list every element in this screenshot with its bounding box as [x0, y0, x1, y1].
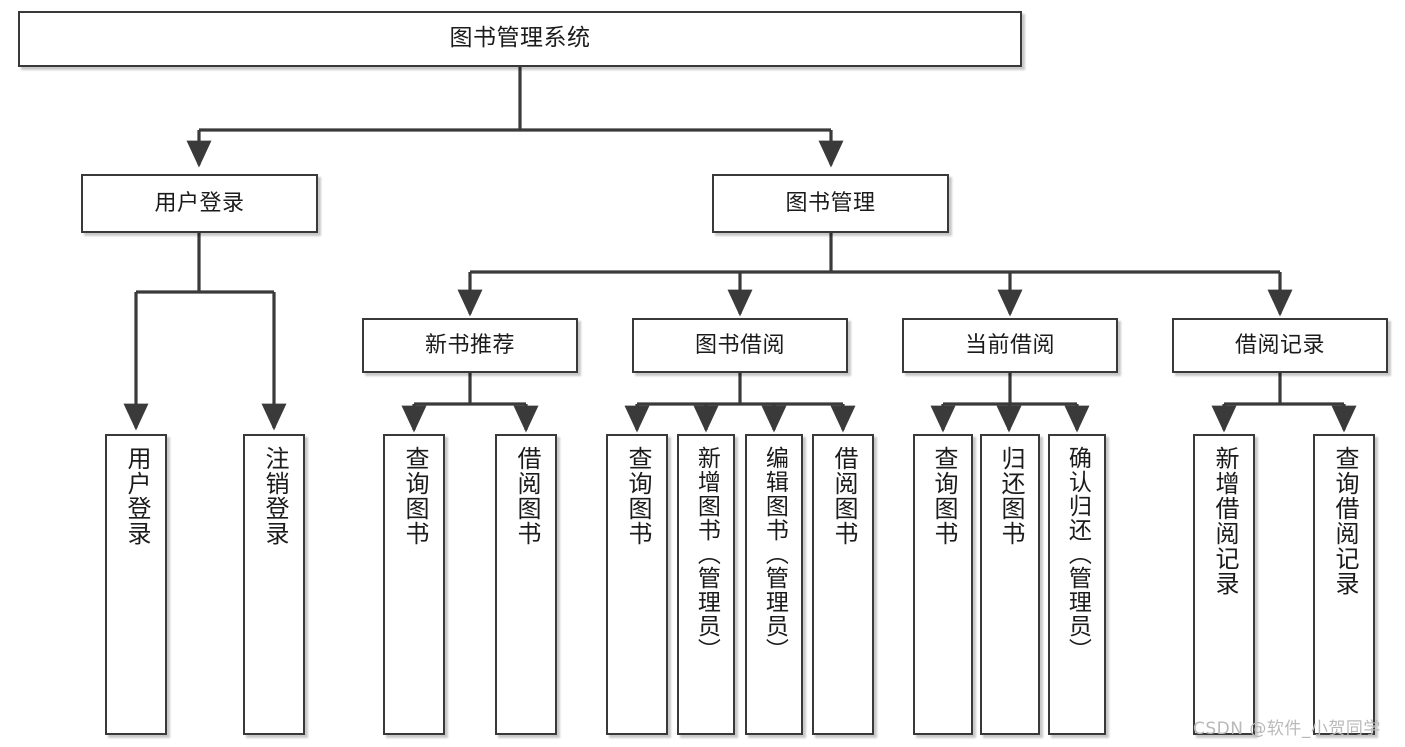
leaf-return-book[interactable]: 归还图书	[980, 434, 1040, 735]
watermark-text: CSDN @软件_小贺同学	[1193, 719, 1381, 739]
leaf-add-book-admin[interactable]: 新增图书（管理员）	[677, 434, 735, 735]
node-label: 借阅记录	[1234, 332, 1325, 358]
node-label: 新增借阅记录	[1210, 446, 1239, 596]
leaf-borrow-book-1[interactable]: 借阅图书	[495, 434, 557, 735]
node-label: 图书借阅	[694, 332, 785, 358]
leaf-add-borrow-record[interactable]: 新增借阅记录	[1193, 434, 1255, 735]
node-label: 图书管理	[785, 190, 876, 216]
node-label: 图书管理系统	[449, 25, 591, 52]
leaf-confirm-return-admin[interactable]: 确认归还（管理员）	[1048, 434, 1106, 735]
node-label: 查询借阅记录	[1330, 446, 1359, 596]
leaf-query-borrow-record[interactable]: 查询借阅记录	[1313, 434, 1375, 735]
node-root-system[interactable]: 图书管理系统	[18, 11, 1022, 67]
node-user-login[interactable]: 用户登录	[81, 174, 318, 233]
node-label: 当前借阅	[964, 332, 1055, 358]
node-label: 编辑图书（管理员）	[761, 446, 788, 662]
node-label: 查询图书	[623, 446, 652, 546]
node-label: 用户登录	[154, 190, 245, 216]
node-book-management[interactable]: 图书管理	[712, 174, 949, 233]
node-new-book-recommend[interactable]: 新书推荐	[362, 318, 578, 373]
node-label: 借阅图书	[829, 446, 858, 546]
leaf-query-book-3[interactable]: 查询图书	[913, 434, 973, 735]
leaf-logout-login[interactable]: 注销登录	[243, 434, 305, 735]
node-label: 新增图书（管理员）	[693, 446, 720, 662]
node-current-borrow[interactable]: 当前借阅	[902, 318, 1118, 373]
leaf-edit-book-admin[interactable]: 编辑图书（管理员）	[745, 434, 803, 735]
node-borrow-record[interactable]: 借阅记录	[1172, 318, 1388, 373]
node-label: 借阅图书	[512, 446, 541, 546]
leaf-query-book-1[interactable]: 查询图书	[383, 434, 445, 735]
node-label: 新书推荐	[424, 332, 515, 358]
leaf-query-book-2[interactable]: 查询图书	[606, 434, 668, 735]
node-label: 归还图书	[996, 446, 1025, 546]
node-book-borrow[interactable]: 图书借阅	[632, 318, 848, 373]
leaf-borrow-book-2[interactable]: 借阅图书	[812, 434, 874, 735]
leaf-user-login[interactable]: 用户登录	[105, 434, 167, 735]
node-label: 查询图书	[400, 446, 429, 546]
node-label: 用户登录	[122, 446, 151, 546]
node-label: 注销登录	[260, 446, 289, 546]
node-label: 查询图书	[929, 446, 958, 546]
node-label: 确认归还（管理员）	[1064, 446, 1091, 662]
